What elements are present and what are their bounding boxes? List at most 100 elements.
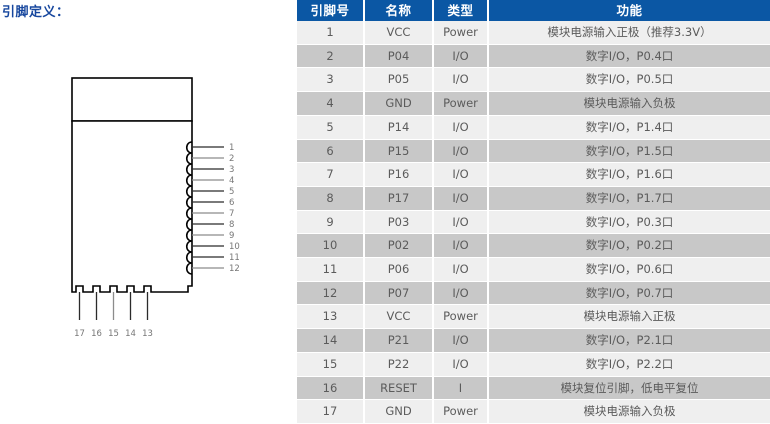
cell-pin-function: 数字I/O，P1.7口 bbox=[489, 186, 770, 211]
cell-pin-function: 数字I/O，P0.7口 bbox=[489, 281, 770, 306]
cell-pin-function: 模块复位引脚，低电平复位 bbox=[489, 376, 770, 401]
module-pinout-diagram: 1 2 3 4 5 6 7 8 9 10 11 12 17 16 15 14 1… bbox=[71, 77, 240, 339]
bottom-pin-leads bbox=[78, 292, 149, 320]
cell-pin-type: I/O bbox=[434, 68, 489, 93]
cell-pin-number: 3 bbox=[297, 68, 365, 93]
column-header-name: 名称 bbox=[365, 0, 434, 21]
cell-pin-function: 模块电源输入负极 bbox=[489, 92, 770, 116]
cell-pin-type: I/O bbox=[434, 186, 489, 211]
cell-pin-number: 14 bbox=[297, 329, 365, 353]
cell-pin-name: P06 bbox=[365, 258, 434, 282]
pin-label-4: 4 bbox=[229, 176, 234, 186]
cell-pin-name: P05 bbox=[365, 68, 434, 93]
cell-pin-name: P07 bbox=[365, 281, 434, 306]
cell-pin-number: 12 bbox=[297, 281, 365, 306]
cell-pin-function: 模块电源输入正极（推荐3.3V） bbox=[489, 21, 770, 45]
table-header-row: 引脚号 名称 类型 功能 bbox=[297, 0, 770, 21]
cell-pin-name: P02 bbox=[365, 234, 434, 259]
cell-pin-number: 6 bbox=[297, 139, 365, 164]
cell-pin-name: GND bbox=[365, 400, 434, 424]
pin-label-5: 5 bbox=[229, 187, 234, 197]
cell-pin-number: 9 bbox=[297, 210, 365, 235]
cell-pin-name: P16 bbox=[365, 163, 434, 187]
cell-pin-type: I/O bbox=[434, 281, 489, 306]
cell-pin-name: RESET bbox=[365, 376, 434, 401]
cell-pin-function: 数字I/O，P1.4口 bbox=[489, 115, 770, 140]
pin-label-12: 12 bbox=[229, 264, 240, 274]
cell-pin-number: 4 bbox=[297, 92, 365, 116]
cell-pin-number: 2 bbox=[297, 44, 365, 69]
pin-label-6: 6 bbox=[229, 198, 234, 208]
cell-pin-type: I/O bbox=[434, 352, 489, 377]
cell-pin-number: 5 bbox=[297, 115, 365, 140]
cell-pin-function: 数字I/O，P0.3口 bbox=[489, 210, 770, 235]
cell-pin-name: P04 bbox=[365, 44, 434, 69]
cell-pin-type: I bbox=[434, 376, 489, 401]
cell-pin-name: VCC bbox=[365, 305, 434, 330]
pin-definition-panel: 引脚定义： bbox=[0, 0, 295, 409]
page-title: 引脚定义： bbox=[2, 5, 70, 20]
pin-label-8: 8 bbox=[229, 220, 234, 230]
cell-pin-function: 数字I/O，P0.5口 bbox=[489, 68, 770, 93]
cell-pin-name: P14 bbox=[365, 115, 434, 140]
cell-pin-number: 10 bbox=[297, 234, 365, 259]
cell-pin-type: I/O bbox=[434, 139, 489, 164]
cell-pin-type: Power bbox=[434, 21, 489, 45]
cell-pin-function: 数字I/O，P2.2口 bbox=[489, 352, 770, 377]
pin-label-7: 7 bbox=[229, 209, 234, 219]
column-header-function: 功能 bbox=[489, 0, 770, 21]
pin-label-15: 15 bbox=[108, 329, 119, 339]
cell-pin-name: P22 bbox=[365, 352, 434, 377]
bottom-pin-labels: 17 16 15 14 13 bbox=[74, 329, 153, 339]
cell-pin-type: I/O bbox=[434, 329, 489, 353]
cell-pin-number: 1 bbox=[297, 21, 365, 45]
cell-pin-name: P03 bbox=[365, 210, 434, 235]
pin-label-11: 11 bbox=[229, 253, 240, 263]
cell-pin-type: Power bbox=[434, 305, 489, 330]
cell-pin-number: 15 bbox=[297, 352, 365, 377]
cell-pin-function: 模块电源输入负极 bbox=[489, 400, 770, 424]
cell-pin-function: 模块电源输入正极 bbox=[489, 305, 770, 330]
right-edge-castellations bbox=[185, 141, 193, 275]
cell-pin-name: GND bbox=[365, 92, 434, 116]
pin-label-1: 1 bbox=[229, 143, 234, 153]
cell-pin-function: 数字I/O，P0.6口 bbox=[489, 258, 770, 282]
cell-pin-number: 11 bbox=[297, 258, 365, 282]
pin-label-16: 16 bbox=[91, 329, 102, 339]
cell-pin-number: 13 bbox=[297, 305, 365, 330]
antenna-section bbox=[71, 77, 193, 122]
pin-label-9: 9 bbox=[229, 231, 234, 241]
pin-label-13: 13 bbox=[142, 329, 153, 339]
cell-pin-number: 7 bbox=[297, 163, 365, 187]
pin-label-10: 10 bbox=[229, 242, 240, 252]
pin-label-14: 14 bbox=[125, 329, 136, 339]
cell-pin-type: I/O bbox=[434, 163, 489, 187]
right-pin-leads bbox=[192, 146, 224, 269]
column-header-type: 类型 bbox=[434, 0, 489, 21]
module-body-outline bbox=[71, 120, 193, 293]
right-pin-labels: 1 2 3 4 5 6 7 8 9 10 11 12 bbox=[229, 143, 240, 274]
pin-label-17: 17 bbox=[74, 329, 85, 339]
cell-pin-name: VCC bbox=[365, 21, 434, 45]
pin-label-3: 3 bbox=[229, 165, 234, 175]
column-header-pin-number: 引脚号 bbox=[297, 0, 365, 21]
cell-pin-type: Power bbox=[434, 92, 489, 116]
cell-pin-type: I/O bbox=[434, 210, 489, 235]
cell-pin-function: 数字I/O，P2.1口 bbox=[489, 329, 770, 353]
